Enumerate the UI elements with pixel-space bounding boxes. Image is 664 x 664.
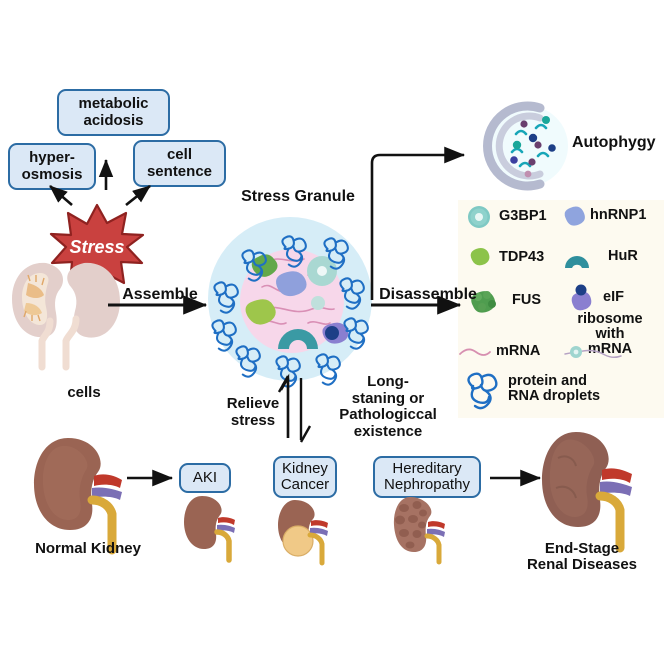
normal-kidney-label: Normal Kidney xyxy=(35,540,141,557)
granule-hnrnp1 xyxy=(276,271,307,297)
stressor-box-cell-sentence: cell sentence xyxy=(133,140,226,187)
hnrnp1-icon xyxy=(564,206,585,226)
legend-item-ribosome-with-mrna: ribosome with mRNA xyxy=(564,311,656,358)
stressor-label-metabolic-acidosis: metabolic acidosis xyxy=(78,95,149,129)
legend-label-eif: eIF xyxy=(603,289,624,306)
end-stage-label-line1: End-Stage xyxy=(544,540,620,557)
stress-granule-title: Stress Granule xyxy=(241,188,355,205)
arrow-to-autophagy xyxy=(370,146,466,300)
g3bp1-icon xyxy=(468,206,490,228)
aki-kidney-illustration xyxy=(184,496,235,563)
arrow-stress-to-cellsentence xyxy=(125,184,151,207)
legend-item-fus: FUS xyxy=(468,288,541,314)
legend-label-protein-rna-droplets: protein and RNA droplets xyxy=(508,372,601,404)
legend-item-protein-rna-droplets: protein and RNA droplets xyxy=(464,372,601,410)
legend-item-hur: HuR xyxy=(562,244,638,270)
autophagy-illustration xyxy=(483,101,568,191)
relieve-stress-label: Relieve stress xyxy=(226,395,280,429)
end-stage-kidney-illustration xyxy=(542,432,632,553)
stress-burst-label: Stress xyxy=(69,237,124,257)
legend-label-fus: FUS xyxy=(512,292,541,309)
disease-box-aki: AKI xyxy=(179,463,231,493)
disease-box-kidney-cancer: Kidney Cancer xyxy=(273,456,337,498)
granule-g3bp1 xyxy=(307,256,337,286)
legend-label-g3bp1: G3BP1 xyxy=(499,208,547,225)
stressor-label-cell-sentence: cell sentence xyxy=(146,146,213,180)
legend-label-ribosome-with-mrna: ribosome with mRNA xyxy=(577,311,643,358)
cells-label: cells xyxy=(67,384,101,401)
eif-icon xyxy=(571,284,592,311)
disease-label-kidney-cancer: Kidney Cancer xyxy=(280,459,330,493)
legend-item-tdp43: TDP43 xyxy=(467,246,544,270)
stressor-box-hyper-osmosis: hyper- osmosis xyxy=(8,143,96,190)
autophagy-label: Autophygy xyxy=(572,134,656,151)
disassemble-label: Disassemble xyxy=(379,286,477,303)
end-stage-label-line2: Renal Diseases xyxy=(526,556,638,573)
hur-icon xyxy=(565,256,589,268)
normal-kidney-illustration xyxy=(34,438,122,555)
legend-item-g3bp1: G3BP1 xyxy=(466,204,547,230)
tdp43-icon xyxy=(470,248,490,266)
disease-box-hereditary-nephropathy: Hereditary Nephropathy xyxy=(373,456,481,498)
legend-item-mrna: mRNA xyxy=(458,344,540,360)
granule-outer-droplets xyxy=(211,235,369,388)
legend-item-eif: eIF xyxy=(568,284,624,312)
ribosome-mrna-icon xyxy=(564,346,622,359)
legend-item-hnrnp1: hnRNP1 xyxy=(560,203,646,229)
legend-label-hur: HuR xyxy=(608,248,638,265)
protein-rna-droplet-icon xyxy=(467,372,498,410)
fus-icon xyxy=(471,291,496,313)
disease-label-aki: AKI xyxy=(192,468,218,486)
stressor-box-metabolic-acidosis: metabolic acidosis xyxy=(57,89,170,136)
granule-fus xyxy=(245,299,276,325)
stress-granule-illustration xyxy=(208,217,372,388)
cells-illustration xyxy=(12,262,120,371)
stressor-label-hyper-osmosis: hyper- osmosis xyxy=(21,149,83,183)
disease-label-hereditary-nephropathy: Hereditary Nephropathy xyxy=(384,459,470,493)
assemble-label: Assemble xyxy=(122,286,198,303)
granule-eif xyxy=(322,322,349,344)
granule-tdp43 xyxy=(251,254,278,277)
granule-hur xyxy=(278,329,318,349)
mrna-icon xyxy=(459,348,491,356)
legend-panel: G3BP1 hnRNP1 TDP43 HuR xyxy=(458,200,664,418)
legend-label-hnrnp1: hnRNP1 xyxy=(590,207,647,224)
hereditary-nephropathy-kidney-illustration xyxy=(393,497,445,565)
legend-label-mrna: mRNA xyxy=(496,343,541,360)
kidney-cancer-illustration xyxy=(278,500,328,566)
legend-label-tdp43: TDP43 xyxy=(499,249,545,266)
long-standing-label: Long- staning or Pathologiccal existence xyxy=(339,373,437,440)
